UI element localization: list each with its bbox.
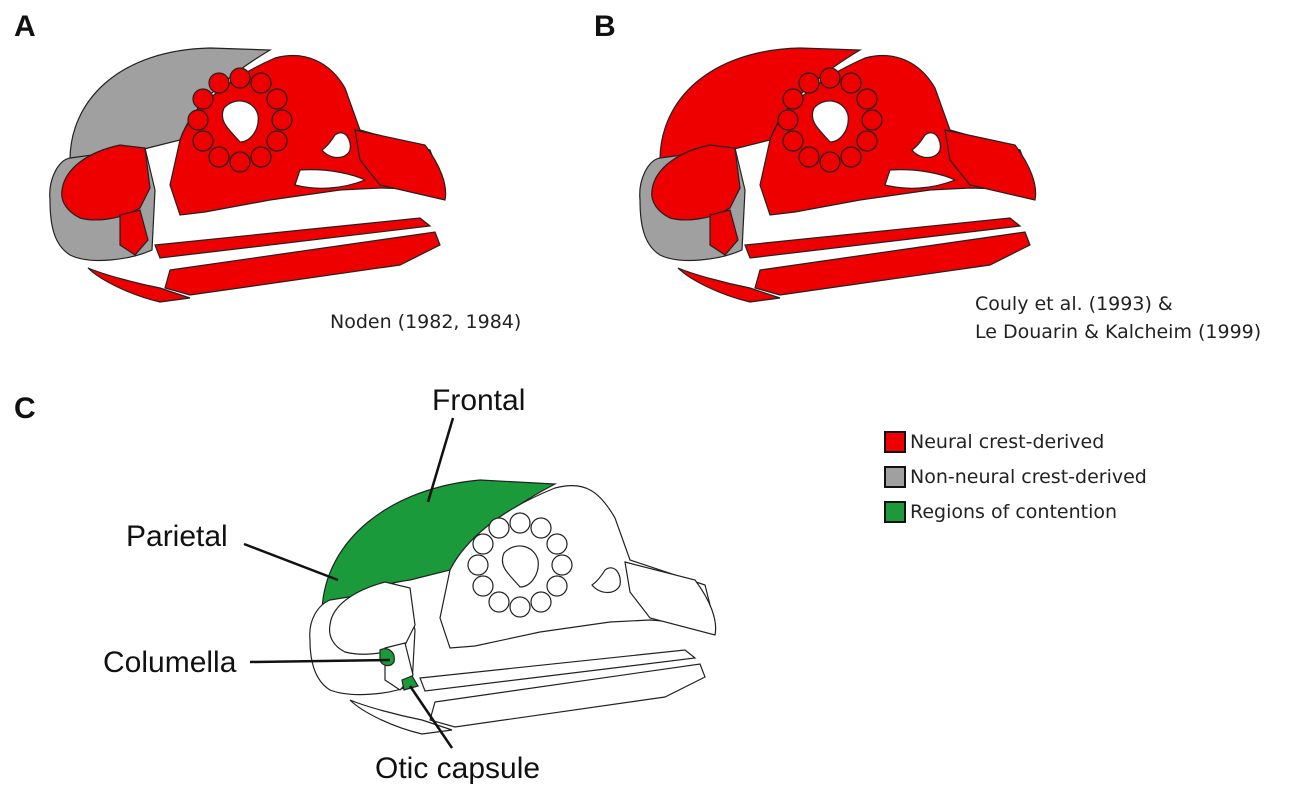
legend-label-non-neural-crest: Non-neural crest-derived bbox=[910, 466, 1147, 488]
legend-swatch-non-neural-crest bbox=[884, 466, 906, 488]
legend-label-contention: Regions of contention bbox=[910, 501, 1117, 523]
legend-item-contention: Regions of contention bbox=[884, 494, 1147, 529]
columella-leader bbox=[250, 660, 390, 662]
legend-item-non-neural-crest: Non-neural crest-derived bbox=[884, 459, 1147, 494]
legend: Neural crest-derived Non-neural crest-de… bbox=[884, 424, 1147, 529]
label-parietal: Parietal bbox=[126, 522, 228, 552]
legend-swatch-neural-crest bbox=[884, 431, 906, 453]
legend-item-neural-crest: Neural crest-derived bbox=[884, 424, 1147, 459]
parietal-leader bbox=[244, 544, 338, 580]
label-columella: Columella bbox=[103, 648, 236, 678]
otic-capsule-leader bbox=[410, 686, 452, 748]
label-otic-capsule: Otic capsule bbox=[375, 754, 540, 784]
label-frontal: Frontal bbox=[432, 386, 525, 416]
frontal-leader bbox=[428, 418, 453, 502]
legend-swatch-contention bbox=[884, 501, 906, 523]
legend-label-neural-crest: Neural crest-derived bbox=[910, 431, 1104, 453]
